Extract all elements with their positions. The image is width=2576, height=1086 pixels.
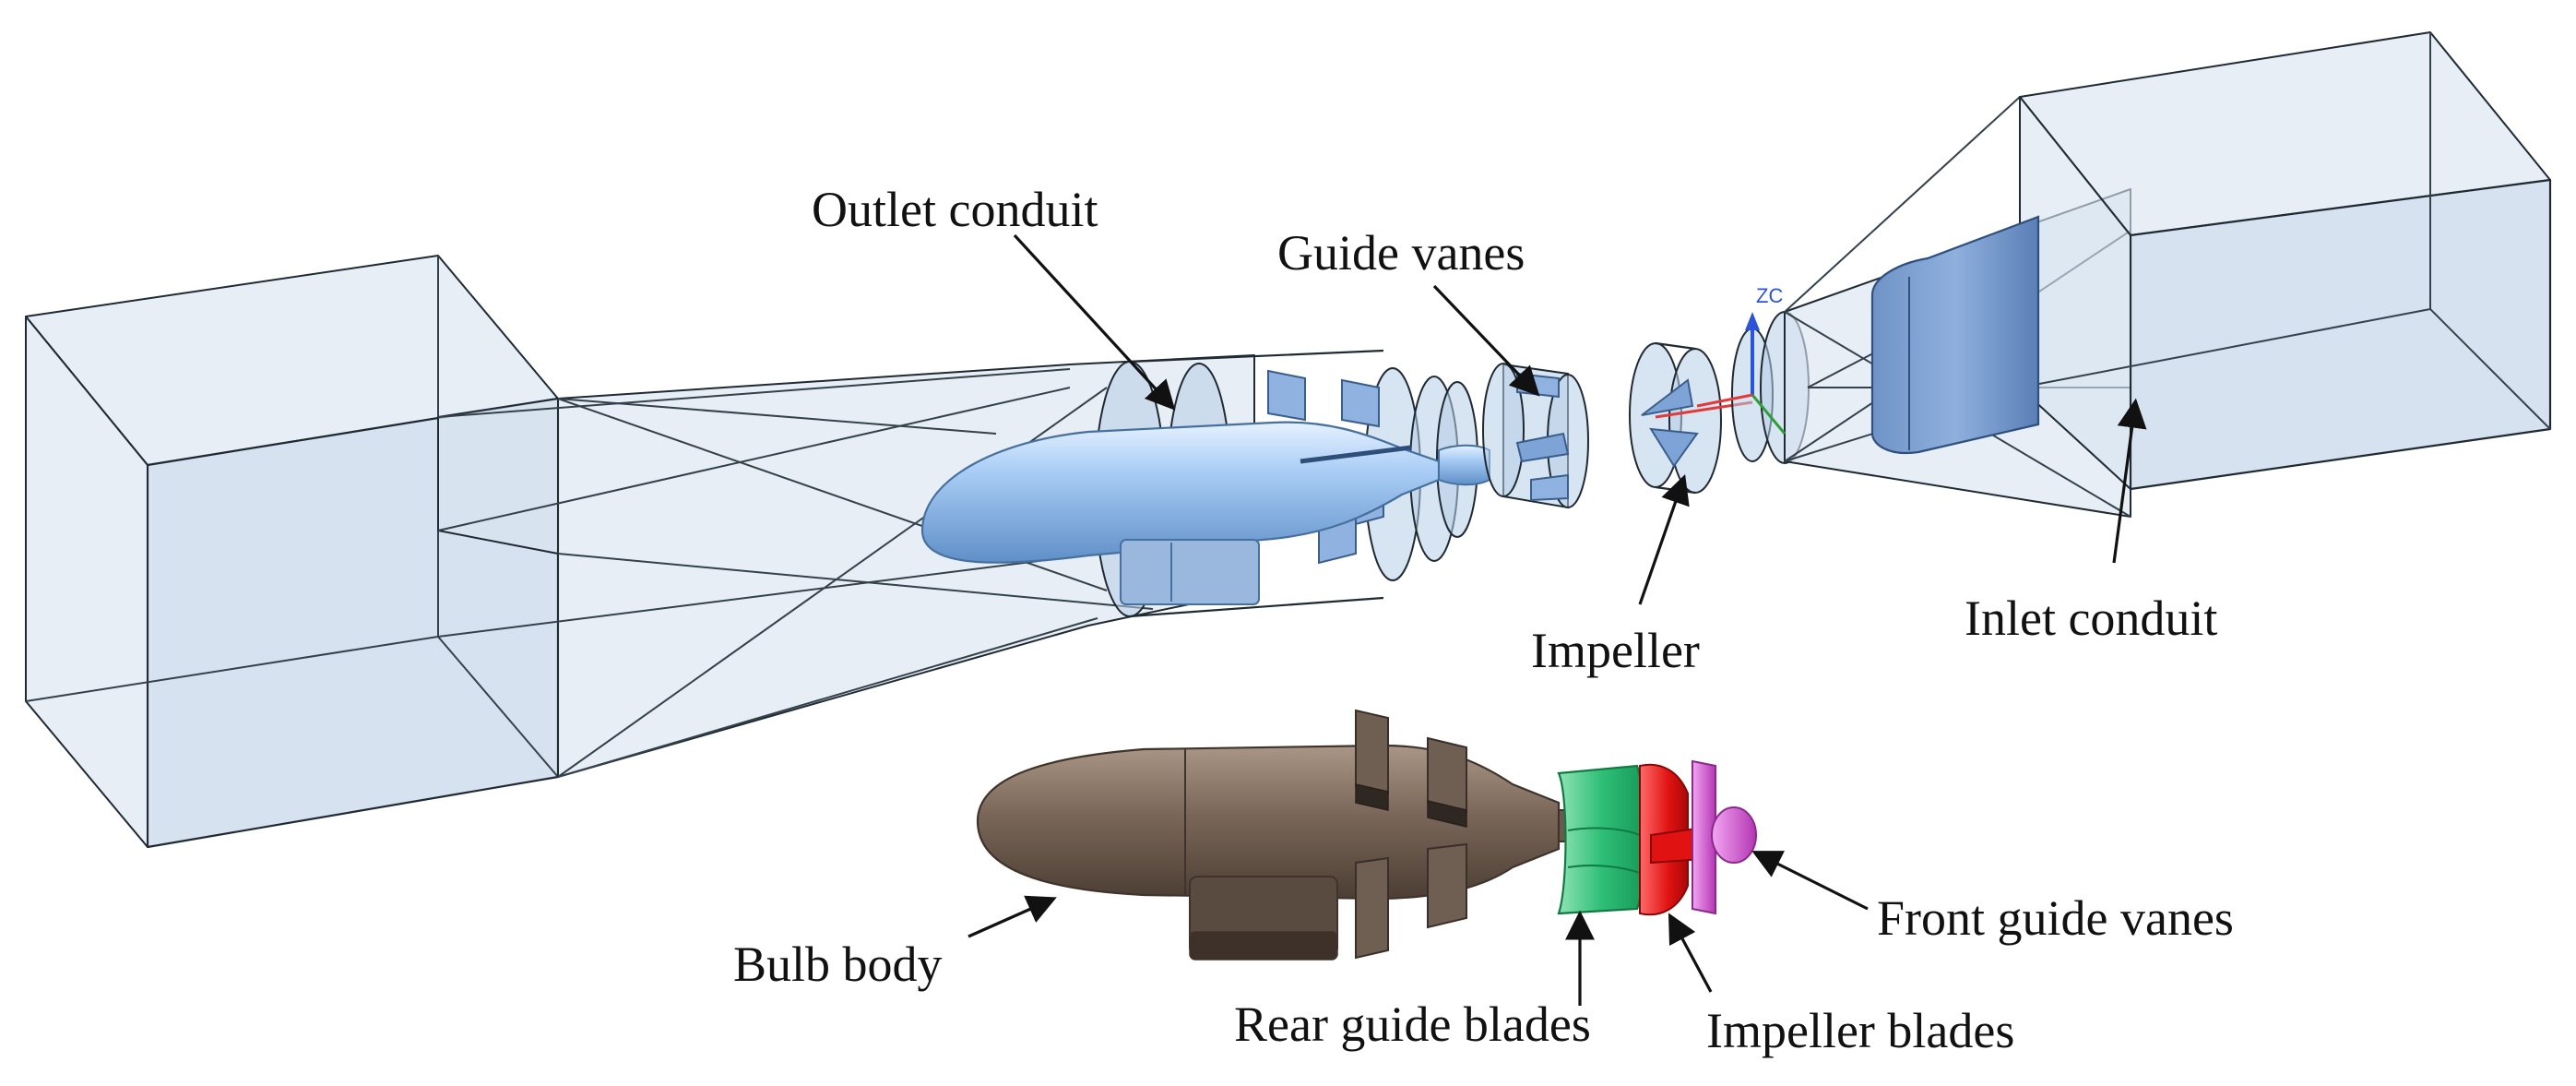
- label-rear-guide-blades: Rear guide blades: [1234, 996, 1591, 1052]
- arrow-front-guide-vanes: [1751, 851, 1869, 911]
- inlet-conduit-body: ZC: [1696, 31, 2552, 518]
- label-inlet-conduit: Inlet conduit: [1965, 591, 2217, 646]
- arrow-outlet-conduit: [1013, 233, 1176, 411]
- arrow-inlet-conduit: [2112, 398, 2147, 564]
- label-impeller: Impeller: [1531, 623, 1700, 678]
- label-outlet-conduit: Outlet conduit: [812, 182, 1098, 237]
- arrow-impeller: [1638, 473, 1690, 605]
- arrow-guide-vanes: [1432, 284, 1540, 397]
- front-guide-vanes-magenta: [1692, 759, 1757, 915]
- bulb-body-brown: [976, 709, 1569, 961]
- arrow-bulb-body: [967, 895, 1057, 938]
- callout-arrows: [967, 233, 2147, 1006]
- arrow-impeller-blades: [1668, 913, 1713, 993]
- outlet-box: [25, 255, 560, 849]
- label-impeller-blades: Impeller blades: [1706, 1003, 2014, 1058]
- impeller-unit: [1629, 341, 1753, 495]
- guide-vanes-unit: [1482, 363, 1589, 509]
- outlet-conduit-body: [437, 349, 1478, 778]
- rear-guide-blades-green: [1557, 764, 1645, 915]
- label-front-guide-vanes: Front guide vanes: [1877, 890, 2234, 946]
- label-guide-vanes: Guide vanes: [1277, 225, 1525, 280]
- label-bulb-body: Bulb body: [733, 937, 943, 992]
- bulb-body-blue: [920, 421, 1490, 605]
- zc-axis-label: ZC: [1756, 284, 1783, 307]
